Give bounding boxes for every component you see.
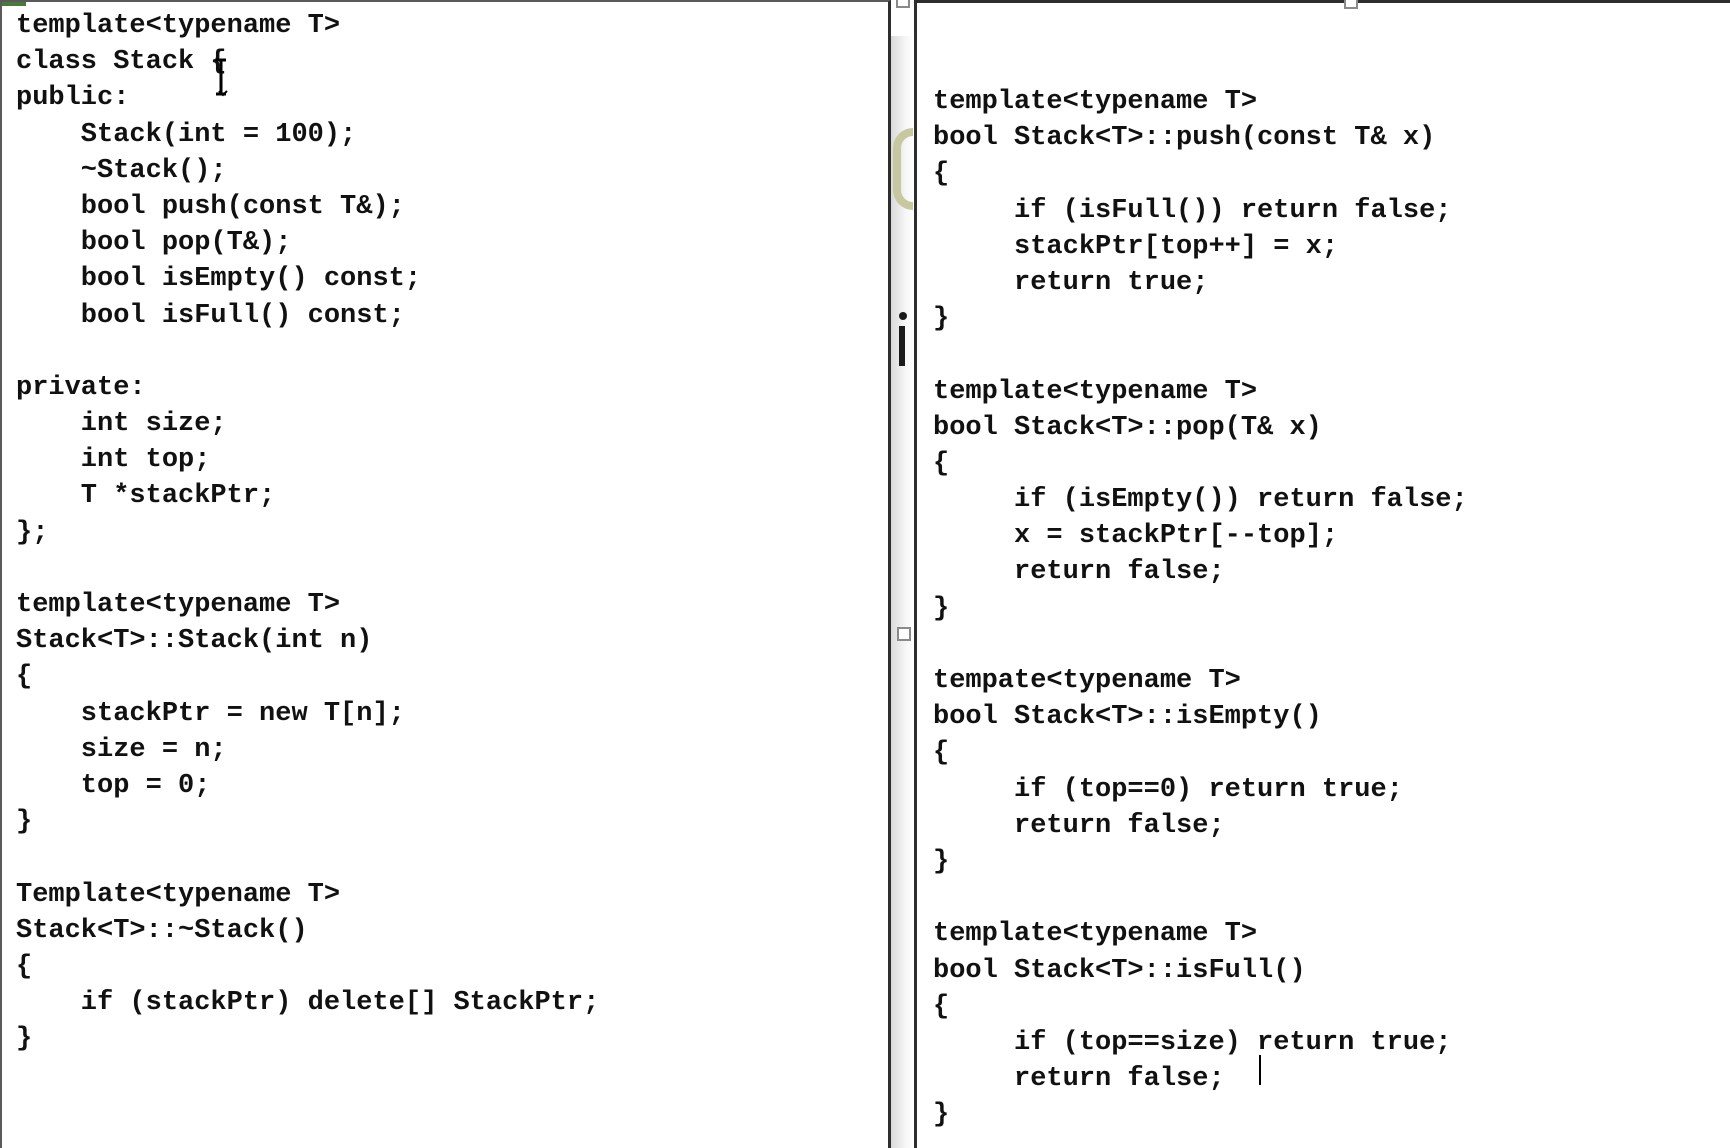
code-line[interactable]: bool isEmpty() const; [16,264,422,295]
code-line[interactable]: bool Stack<T>::push(const T& x) [933,123,1436,154]
i-beam-cursor-icon [216,58,228,97]
code-line[interactable]: template<typename T> [16,11,341,41]
code-line[interactable]: int top; [16,445,211,476]
code-line[interactable]: { [16,951,33,982]
left-code-block[interactable]: template<typename T> class Stack { public:… [16,8,599,1057]
code-line[interactable]: size = n; [16,734,227,765]
code-line[interactable]: if (isFull()) return false; [933,195,1452,226]
code-line[interactable]: return false; [933,1064,1225,1095]
code-line[interactable]: } [933,593,950,624]
text-caret-icon [1259,1055,1261,1085]
code-line[interactable]: if (top==0) return true; [933,774,1403,805]
code-line[interactable] [933,627,1468,663]
code-line[interactable]: return true; [933,267,1209,298]
background-window-glyph [893,128,913,210]
code-line[interactable]: class Stack { [16,47,227,78]
code-line[interactable]: }; [16,517,49,548]
code-line[interactable]: stackPtr[top++] = x; [933,231,1339,262]
code-line[interactable]: private: [16,372,146,403]
code-line[interactable]: return false; [933,810,1225,841]
code-line[interactable]: ~Stack(); [16,155,227,186]
right-document-pane[interactable]: template<typename T>bool Stack<T>::push(… [914,0,1730,1148]
code-line[interactable]: bool push(const T&); [16,191,405,222]
code-line[interactable] [16,334,599,370]
code-line[interactable]: bool Stack<T>::isEmpty() [933,702,1322,733]
background-window-dot [899,312,907,320]
code-line[interactable] [933,880,1468,916]
code-line[interactable]: } [16,807,33,838]
code-line[interactable]: int size; [16,409,227,440]
code-line[interactable]: if (top==size) return true; [933,1027,1452,1058]
code-line[interactable]: top = 0; [16,770,211,801]
code-line[interactable]: } [933,304,950,335]
code-line[interactable]: return false; [933,557,1225,588]
code-line[interactable]: { [933,448,950,479]
code-line[interactable]: { [933,738,950,769]
code-line[interactable]: } [933,1100,950,1131]
code-line[interactable]: public: [16,83,130,114]
code-line[interactable]: Template<typename T> [16,879,341,910]
code-line[interactable]: bool isFull() const; [16,300,405,331]
resize-handle-middle[interactable] [897,627,911,641]
code-line[interactable]: } [933,846,950,877]
code-line[interactable]: Stack<T>::~Stack() [16,915,308,946]
code-line[interactable]: T *stackPtr; [16,481,276,512]
code-line[interactable]: { [16,662,33,693]
code-line[interactable]: bool Stack<T>::pop(T& x) [933,412,1322,443]
code-line[interactable]: template<typename T> [933,376,1258,407]
code-line[interactable] [933,337,1468,373]
code-line[interactable]: { [933,159,950,190]
code-line[interactable]: template<typename T> [933,87,1258,117]
code-line[interactable]: { [933,991,950,1022]
code-line[interactable] [16,840,599,876]
resize-handle-top[interactable] [896,0,910,8]
resize-handle-right-top[interactable] [1344,0,1358,9]
code-line[interactable]: template<typename T> [933,919,1258,950]
code-line[interactable]: template<typename T> [16,590,341,620]
background-window-edge [891,36,913,1148]
code-line[interactable]: Stack(int = 100); [16,119,357,150]
left-document-pane[interactable]: template<typename T> class Stack { public:… [0,0,891,1148]
code-line[interactable]: } [16,1024,33,1055]
window-edge-strip [2,2,26,6]
code-line[interactable]: if (isEmpty()) return false; [933,485,1468,516]
code-line[interactable]: if (stackPtr) delete[] StackPtr; [16,988,600,1019]
background-window-stem [899,326,905,366]
code-line[interactable]: bool Stack<T>::isFull() [933,955,1306,986]
code-line[interactable]: stackPtr = new T[n]; [16,698,405,729]
code-line[interactable]: x = stackPtr[--top]; [933,521,1339,552]
code-line[interactable]: Stack<T>::Stack(int n) [16,626,373,657]
code-line[interactable]: tempate<typename T> [933,666,1241,696]
right-code-block[interactable]: template<typename T>bool Stack<T>::push(… [933,84,1468,1133]
code-line[interactable] [16,551,599,587]
code-line[interactable]: bool pop(T&); [16,228,292,259]
